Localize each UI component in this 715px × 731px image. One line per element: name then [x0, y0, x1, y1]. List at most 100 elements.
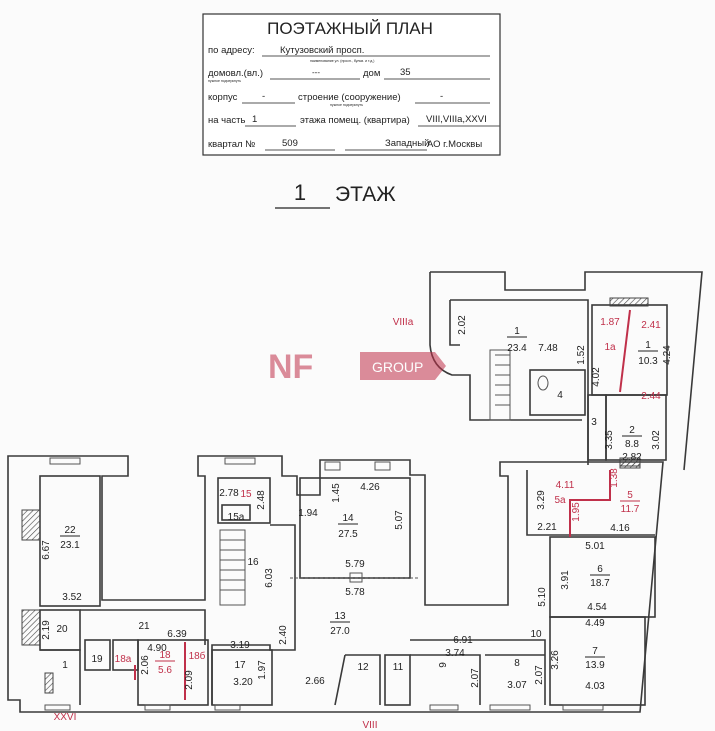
- dimension-label: 2.02: [457, 315, 468, 335]
- dimension-label: 4.03: [585, 681, 605, 692]
- room-label: 16: [247, 557, 259, 568]
- dimension-label: 2.41: [641, 320, 661, 331]
- room-label: 14: [342, 513, 354, 524]
- dimension-label: 4.54: [587, 602, 607, 613]
- room-label: 15: [240, 489, 252, 500]
- dimension-label: 2.82: [622, 452, 642, 463]
- floor-label-text: ЭТАЖ: [335, 183, 396, 206]
- dimension-label: 3.35: [604, 430, 615, 450]
- dimension-label: 3.74: [445, 648, 465, 659]
- floor-value: VIII,VIIIa,XXVI: [426, 114, 487, 125]
- lower-building: [7, 455, 664, 713]
- dimension-label: 4.11: [556, 480, 575, 491]
- dimension-label: 1.87: [600, 317, 620, 328]
- upper-wing: [429, 271, 703, 471]
- room-label: 5a: [554, 495, 566, 506]
- room-label: 4: [557, 390, 563, 401]
- room-label: 1: [645, 340, 651, 351]
- part-value: 1: [252, 114, 257, 125]
- room-label: 12: [357, 662, 369, 673]
- room-label: 22: [64, 525, 76, 536]
- title-block: ПОЭТАЖНЫЙ ПЛАН по адресу: Кутузовский пр…: [202, 13, 501, 156]
- address-value: Кутузовский просп.: [280, 45, 364, 56]
- dimension-label: 2.06: [140, 655, 151, 675]
- room-label: 19: [91, 654, 103, 665]
- room-label: 18a: [115, 654, 132, 665]
- dimension-label: 5.78: [345, 587, 365, 598]
- dimension-label: 1.38: [609, 468, 620, 488]
- dimension-label: 2.40: [278, 625, 289, 645]
- kvartal-label: квартал №: [208, 139, 255, 150]
- room-label: 20: [56, 624, 68, 635]
- title-block-frame: [202, 13, 501, 156]
- room-label: 18.7: [590, 578, 610, 589]
- room-label: 2: [629, 425, 635, 436]
- dimension-label: 3.26: [550, 650, 561, 670]
- room-label: 11: [393, 662, 404, 673]
- floor-number: 1: [294, 180, 306, 205]
- room-label: 6: [597, 564, 603, 575]
- dimension-label: 3.52: [62, 592, 82, 603]
- dimension-label: 1.52: [576, 345, 587, 365]
- domovl-note: нужное подчеркнуть: [208, 79, 241, 83]
- room-label: 23.4: [507, 343, 527, 354]
- dimension-label: 5.07: [394, 510, 405, 530]
- dom-label: дом: [363, 68, 380, 79]
- dimension-label: 2.21: [537, 522, 557, 533]
- title-heading: ПОЭТАЖНЫЙ ПЛАН: [267, 19, 433, 38]
- dimension-label: 3.02: [651, 430, 662, 450]
- premises-label: XXVI: [54, 712, 77, 723]
- dimension-label: 4.02: [591, 367, 602, 387]
- dimension-label: 7.48: [538, 343, 558, 354]
- dimension-label: 3.29: [536, 490, 547, 510]
- room-label: 10: [530, 629, 542, 640]
- domovl-value: ---: [312, 68, 320, 77]
- domovl-label: домовл.(вл.): [208, 68, 263, 79]
- room-label: 17: [234, 660, 246, 671]
- dimension-label: 2.48: [256, 490, 267, 510]
- room-label: 27.0: [330, 626, 350, 637]
- room-label: 23.1: [60, 540, 80, 551]
- floor-label: этажа помещ. (квартира): [300, 115, 410, 126]
- room-label: 21: [138, 621, 150, 632]
- room-label: 5: [627, 490, 633, 501]
- dimension-label: 2.44: [641, 391, 661, 402]
- dimension-label: 4.24: [662, 345, 673, 365]
- dimension-label: 3.20: [233, 677, 253, 688]
- dimension-label: 6.91: [453, 635, 473, 646]
- premises-label: VIIIa: [393, 317, 414, 328]
- stroenie-label: строение (сооружение): [298, 92, 401, 103]
- part-label: на часть: [208, 115, 246, 126]
- dimension-label: 6.03: [264, 568, 275, 588]
- room-label: 11.7: [621, 504, 640, 515]
- premises-label: VIII: [362, 720, 377, 731]
- room-label: 9: [438, 662, 449, 668]
- district-suffix: АО г.Москвы: [427, 139, 482, 150]
- room-label: 8: [514, 658, 520, 669]
- dimension-label: 3.07: [507, 680, 527, 691]
- dimension-label: 5.10: [537, 587, 548, 607]
- room-label: 18: [159, 650, 171, 661]
- dimension-label: 4.16: [610, 523, 630, 534]
- dimension-label: 2.07: [534, 665, 545, 685]
- watermark-logo: NF GROUP: [268, 348, 446, 386]
- kvartal-value: 509: [282, 138, 298, 149]
- svg-text:GROUP: GROUP: [372, 359, 423, 375]
- korpus-label: корпус: [208, 92, 238, 103]
- dimension-label: 1.95: [571, 502, 582, 522]
- room-label: 18б: [189, 650, 206, 662]
- dimension-label: 6.67: [41, 540, 52, 560]
- dimension-label: 1.94: [298, 508, 318, 519]
- room-label: 1: [514, 326, 520, 337]
- dimension-label: 4.26: [360, 482, 380, 493]
- dimension-label: 2.19: [41, 620, 52, 640]
- dimension-label: 2.07: [470, 668, 481, 688]
- address-note: наименование ул. (просп., бульв. и т.д.): [310, 59, 374, 63]
- address-label: по адресу:: [208, 45, 255, 56]
- dimension-label: 1.97: [257, 660, 268, 680]
- stroenie-note: нужное подчеркнуть: [330, 103, 363, 107]
- room-label: 5.6: [158, 665, 172, 676]
- dimension-label: 2.09: [184, 670, 195, 690]
